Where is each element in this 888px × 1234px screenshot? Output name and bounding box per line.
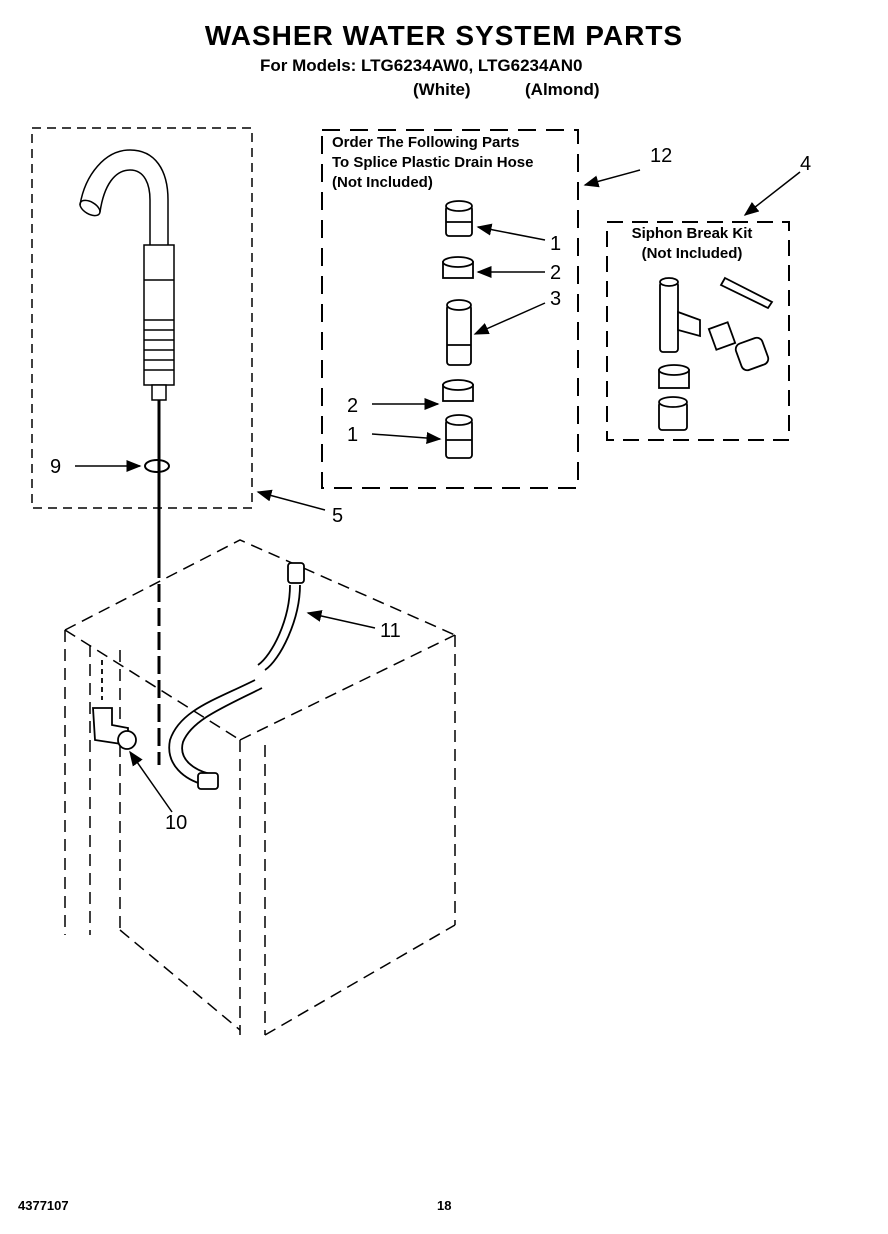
- variant-white: (White): [413, 80, 471, 99]
- page-title: WASHER WATER SYSTEM PARTS: [204, 20, 684, 51]
- siphon-kit-parts: [658, 276, 774, 431]
- splice-parts-box: [321, 129, 579, 489]
- variant-almond: (Almond): [525, 80, 600, 99]
- drain-fitting: [92, 660, 137, 750]
- callout-2-bottom: 2: [347, 395, 359, 417]
- callout-1-top: 1: [550, 233, 562, 255]
- page-number: 18: [437, 1198, 452, 1213]
- callout-3: 3: [550, 288, 562, 310]
- callout-arrows: [75, 169, 801, 813]
- inlet-hose: [168, 562, 305, 790]
- siphon-box-text: Siphon Break Kit (Not Included): [625, 224, 759, 264]
- siphon-line-2: (Not Included): [641, 245, 743, 262]
- splice-box-text: Order The Following Parts To Splice Plas…: [332, 133, 533, 193]
- splice-line-2: To Splice Plastic Drain Hose: [332, 154, 534, 171]
- callout-4: 4: [800, 153, 812, 175]
- callout-9: 9: [50, 456, 62, 478]
- callout-11: 11: [380, 620, 401, 642]
- callout-1-bottom: 1: [347, 424, 359, 446]
- models-subtitle: For Models: LTG6234AW0, LTG6234AN0: [260, 56, 583, 75]
- hose-clamp: [144, 459, 170, 473]
- callout-2-top: 2: [550, 262, 562, 284]
- callout-10: 10: [165, 812, 188, 834]
- splice-line-3: (Not Included): [332, 174, 433, 191]
- splice-line-1: Order The Following Parts: [332, 134, 520, 151]
- siphon-line-1: Siphon Break Kit: [631, 225, 753, 242]
- callout-12: 12: [650, 145, 673, 167]
- siphon-kit-box: [606, 221, 790, 441]
- drain-hose-group-box: [31, 127, 253, 509]
- washer-cabinet: [64, 539, 456, 1036]
- part-number: 4377107: [18, 1198, 69, 1213]
- splice-parts: [442, 200, 474, 459]
- callout-5: 5: [332, 505, 344, 527]
- drain-hose: [79, 149, 175, 765]
